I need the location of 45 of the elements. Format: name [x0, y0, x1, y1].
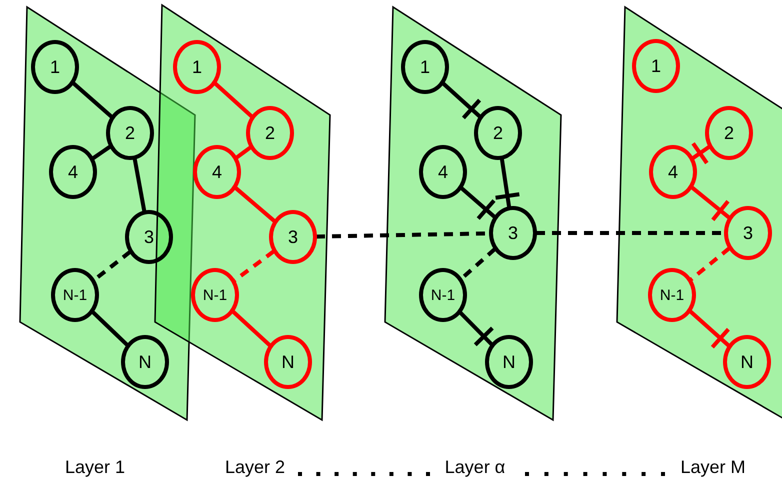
link-line — [442, 82, 482, 120]
node-circle: 3 — [125, 210, 173, 264]
dashed-link — [233, 250, 275, 282]
node-circle: N-1 — [419, 268, 467, 322]
node-circle: 3 — [269, 210, 317, 264]
link-line — [235, 146, 252, 160]
link-line — [690, 186, 731, 222]
link-line — [232, 310, 272, 348]
node-circle: 1 — [401, 40, 449, 94]
layer-label: Layer 2 — [224, 456, 286, 478]
node-circle: N-1 — [51, 268, 99, 322]
link-line — [234, 186, 276, 223]
link-line — [92, 144, 112, 160]
node-circle: 2 — [246, 106, 294, 160]
node-circle: 1 — [31, 40, 79, 94]
node-circle: N — [723, 335, 771, 389]
layer-label: Layer α — [444, 456, 506, 478]
node-circle: N — [264, 335, 312, 389]
link-line — [691, 142, 711, 164]
link-line — [72, 81, 114, 119]
node-circle: N-1 — [191, 268, 239, 322]
node-circle: 1 — [632, 39, 680, 93]
link-line — [458, 310, 494, 346]
link-line — [214, 82, 254, 118]
layer-label: Layer 1 — [64, 456, 126, 478]
node-circle: 4 — [49, 145, 97, 199]
link-line — [91, 310, 129, 347]
link-line — [688, 310, 730, 348]
node-circle: 3 — [724, 206, 772, 260]
node-circle: 2 — [106, 106, 154, 160]
node-circle: 3 — [489, 206, 537, 260]
node-circle: 4 — [419, 145, 467, 199]
link-line — [495, 158, 520, 208]
node-circle: 4 — [193, 145, 241, 199]
link-line — [132, 158, 146, 212]
dashed-link — [689, 246, 731, 282]
node-circle: 4 — [649, 145, 697, 199]
node-circle: N — [121, 335, 169, 389]
node-circle: 2 — [474, 106, 522, 160]
link-line — [460, 186, 496, 220]
node-circle: N-1 — [648, 268, 696, 322]
node-circle: 1 — [173, 40, 221, 94]
layer-label: Layer M — [680, 456, 746, 478]
node-circle: 2 — [705, 106, 753, 160]
node-circle: N — [485, 335, 533, 389]
